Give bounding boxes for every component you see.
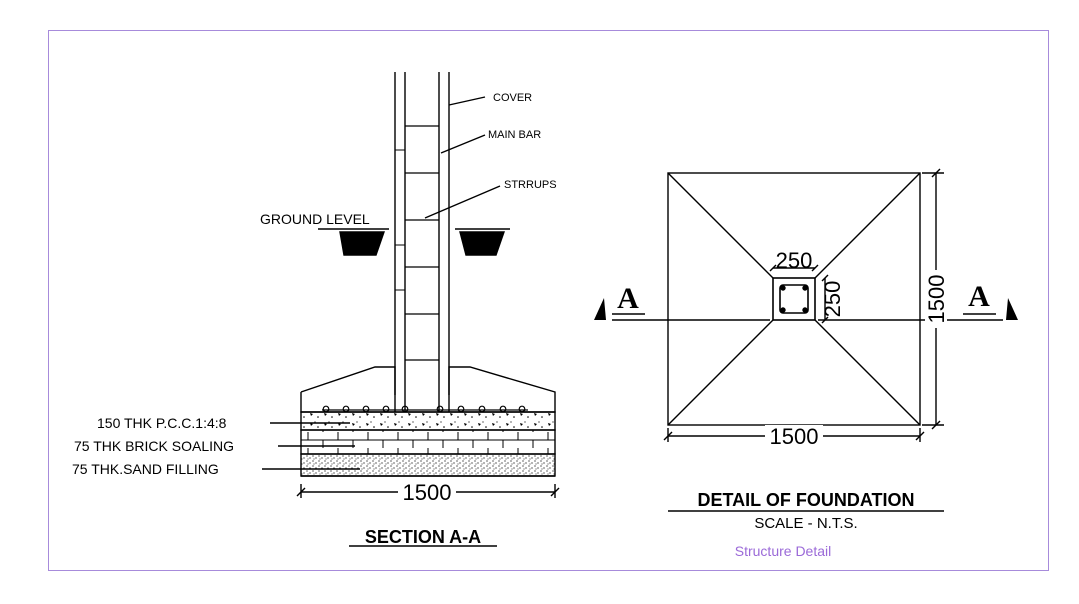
section-mark-left: A (617, 282, 639, 315)
ground-hatch-left (339, 231, 385, 256)
stirrups-leader (424, 185, 501, 219)
pcc-layer (300, 411, 556, 431)
section-arrow-right (1006, 298, 1018, 320)
plan-depth-dim: 1500 (924, 275, 949, 324)
section-title: SECTION A-A (365, 527, 481, 547)
plan-width-dim: 1500 (770, 424, 819, 449)
section-arrow-left (594, 298, 606, 320)
plan-scale: SCALE - N.T.S. (754, 515, 857, 532)
column-plan (772, 277, 816, 321)
main-bar-label: MAIN BAR (488, 129, 541, 141)
stirrups-label: STRRUPS (504, 179, 557, 191)
column-rebar-cage (779, 284, 809, 314)
ground-level-label: GROUND LEVEL (260, 211, 370, 227)
footing-outline (300, 366, 556, 413)
sand-filling-layer (300, 453, 556, 477)
ground-hatch-right (459, 231, 505, 256)
plan-title: DETAIL OF FOUNDATION (698, 490, 915, 510)
pcc-label: 150 THK P.C.C.1:4:8 (97, 415, 227, 431)
cover-label: COVER (493, 92, 532, 104)
sand-label: 75 THK.SAND FILLING (72, 461, 219, 477)
brick-label: 75 THK BRICK SOALING (74, 438, 234, 454)
section-width-dim: 1500 (403, 480, 452, 505)
section-mark-right: A (968, 280, 990, 313)
column-width-dim: 250 (776, 248, 813, 273)
drawing-frame (48, 30, 1049, 571)
stirrups (405, 125, 439, 361)
main-bar-leader (440, 134, 486, 154)
column-depth-dim: 250 (820, 281, 845, 318)
bottom-bars (322, 405, 528, 413)
section-a-a (262, 72, 560, 547)
foundation-plan (612, 168, 1003, 512)
cover-leader (448, 96, 486, 106)
structure-caption: Structure Detail (735, 543, 831, 559)
brick-soling-layer (300, 429, 556, 455)
